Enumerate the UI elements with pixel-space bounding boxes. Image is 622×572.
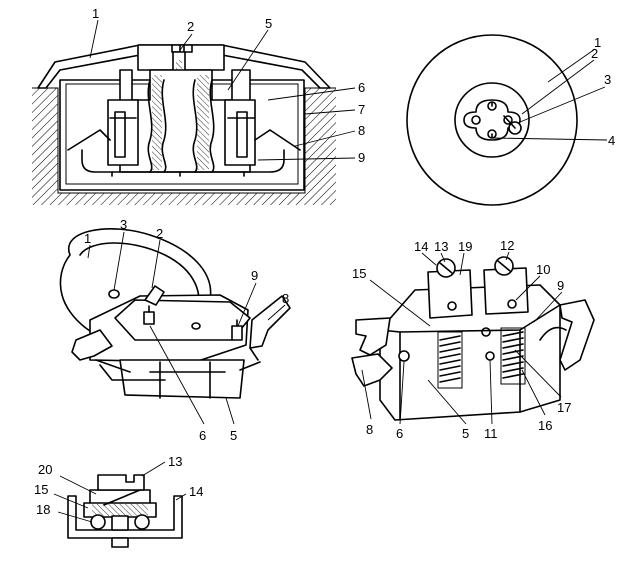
callout-8: 8 <box>358 123 365 138</box>
callout-9: 9 <box>557 278 564 293</box>
callout-2: 2 <box>187 19 194 34</box>
callout-8: 8 <box>282 291 289 306</box>
callout-6: 6 <box>396 426 403 441</box>
callout-9: 9 <box>358 150 365 165</box>
contact-bracket <box>67 495 183 539</box>
callout-1: 1 <box>92 6 99 21</box>
callout-4: 4 <box>608 133 615 148</box>
callout-1: 1 <box>594 35 601 50</box>
callout-6: 6 <box>199 428 206 443</box>
callout-20: 20 <box>38 462 52 477</box>
callout-13: 13 <box>168 454 182 469</box>
callout-19: 19 <box>458 239 472 254</box>
callout-14: 14 <box>414 239 428 254</box>
callout-labels: 1 2 5 6 7 8 9 1 2 3 4 1 3 2 9 8 6 5 14 1… <box>34 6 615 517</box>
callout-1: 1 <box>84 231 91 246</box>
perspective-base <box>351 256 595 421</box>
callout-18: 18 <box>36 502 50 517</box>
callout-2: 2 <box>591 46 598 61</box>
callout-5: 5 <box>265 16 272 31</box>
callout-14: 14 <box>189 484 203 499</box>
callout-16: 16 <box>538 418 552 433</box>
callout-11: 11 <box>484 426 498 441</box>
callout-3: 3 <box>604 72 611 87</box>
callout-9: 9 <box>251 268 258 283</box>
callout-15: 15 <box>352 266 366 281</box>
callout-5: 5 <box>462 426 469 441</box>
callout-5: 5 <box>230 428 237 443</box>
callout-6: 6 <box>358 80 365 95</box>
callout-15: 15 <box>34 482 48 497</box>
contact-detail <box>67 474 183 548</box>
callout-17: 17 <box>557 400 571 415</box>
callout-3: 3 <box>120 217 127 232</box>
front-outer-ring <box>406 34 578 206</box>
callout-10: 10 <box>536 262 550 277</box>
callout-13: 13 <box>434 239 448 254</box>
section-view <box>32 44 336 205</box>
callout-8: 8 <box>366 422 373 437</box>
callout-12: 12 <box>500 238 514 253</box>
callout-2: 2 <box>156 226 163 241</box>
leader-lines <box>53 19 608 523</box>
perspective-assembled <box>59 228 291 399</box>
front-view <box>406 34 578 206</box>
callout-7: 7 <box>358 102 365 117</box>
